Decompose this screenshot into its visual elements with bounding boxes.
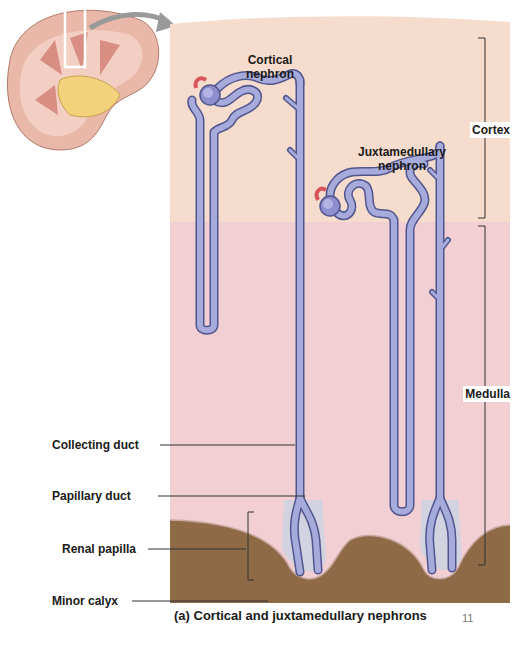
region-label: Cortex	[470, 122, 512, 138]
part-label: Papillary duct	[52, 489, 131, 503]
leader-lines	[132, 445, 305, 601]
region-label: Medulla	[463, 386, 512, 402]
part-label: Renal papilla	[62, 542, 136, 556]
page-number: 11	[462, 611, 473, 625]
part-label: Minor calyx	[52, 594, 118, 608]
part-label: Collecting duct	[52, 438, 139, 452]
kidney-thumbnail	[7, 5, 176, 150]
cortex-ground	[170, 16, 510, 600]
region-brackets	[478, 38, 485, 565]
figure-caption: (a) Cortical and juxtamedullary nephrons	[174, 609, 427, 623]
medulla-ground	[170, 222, 510, 579]
glomeruli	[196, 78, 340, 216]
nephron-label: Juxtamedullary nephron	[352, 145, 452, 173]
tubule-outlines	[192, 73, 452, 572]
tubules	[192, 73, 452, 572]
nephron-label: Cortical nephron	[236, 53, 304, 81]
